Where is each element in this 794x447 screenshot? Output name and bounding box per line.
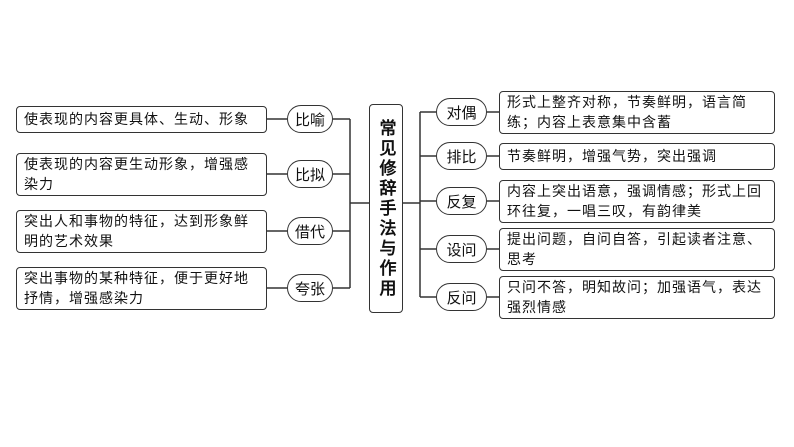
technique-label: 反问 <box>446 288 477 307</box>
technique-pill-duiou: 对偶 <box>436 98 487 126</box>
technique-pill-paibi: 排比 <box>436 142 487 170</box>
technique-pill-bini: 比拟 <box>287 160 333 188</box>
center-title-box: 常见修辞手法与作用 <box>369 104 403 313</box>
technique-pill-biyu: 比喻 <box>287 105 333 133</box>
desc-text: 形式上整齐对称，节奏鲜明，语言简练；内容上表意集中含蓄 <box>507 94 747 131</box>
right-desc-box: 形式上整齐对称，节奏鲜明，语言简练；内容上表意集中含蓄 <box>499 91 775 134</box>
technique-pill-jiedai: 借代 <box>287 217 333 245</box>
technique-label: 夸张 <box>294 279 325 298</box>
desc-text: 提出问题，自问自答，引起读者注意、思考 <box>507 231 762 268</box>
technique-label: 排比 <box>446 147 477 166</box>
left-desc-box: 突出事物的某种特征，便于更好地抒情，增强感染力 <box>16 267 267 310</box>
desc-text: 使表现的内容更具体、生动、形象 <box>24 111 249 128</box>
desc-text: 使表现的内容更生动形象，增强感染力 <box>24 156 249 193</box>
technique-label: 比喻 <box>294 110 325 129</box>
desc-text: 突出人和事物的特征，达到形象鲜明的艺术效果 <box>24 213 249 250</box>
center-title: 常见修辞手法与作用 <box>375 118 396 299</box>
technique-label: 对偶 <box>446 103 477 122</box>
right-desc-box: 节奏鲜明，增强气势，突出强调 <box>499 143 775 170</box>
technique-pill-fanwen: 反问 <box>436 283 487 311</box>
right-desc-box: 只问不答，明知故问；加强语气，表达强烈情感 <box>499 276 775 319</box>
desc-text: 内容上突出语意，强调情感；形式上回环往复，一唱三叹，有韵律美 <box>507 183 762 220</box>
desc-text: 突出事物的某种特征，便于更好地抒情，增强感染力 <box>24 270 249 307</box>
technique-pill-fanfu: 反复 <box>436 187 487 215</box>
technique-label: 比拟 <box>294 165 325 184</box>
technique-label: 反复 <box>446 192 477 211</box>
right-desc-box: 提出问题，自问自答，引起读者注意、思考 <box>499 228 775 271</box>
left-desc-box: 使表现的内容更生动形象，增强感染力 <box>16 153 267 196</box>
technique-pill-kuazhang: 夸张 <box>287 274 333 302</box>
right-desc-box: 内容上突出语意，强调情感；形式上回环往复，一唱三叹，有韵律美 <box>499 180 775 223</box>
technique-pill-shewen: 设问 <box>436 235 487 263</box>
left-desc-box: 突出人和事物的特征，达到形象鲜明的艺术效果 <box>16 210 267 253</box>
technique-label: 借代 <box>294 222 325 241</box>
technique-label: 设问 <box>446 240 477 259</box>
desc-text: 节奏鲜明，增强气势，突出强调 <box>507 148 717 165</box>
desc-text: 只问不答，明知故问；加强语气，表达强烈情感 <box>507 279 762 316</box>
left-desc-box: 使表现的内容更具体、生动、形象 <box>16 106 267 133</box>
